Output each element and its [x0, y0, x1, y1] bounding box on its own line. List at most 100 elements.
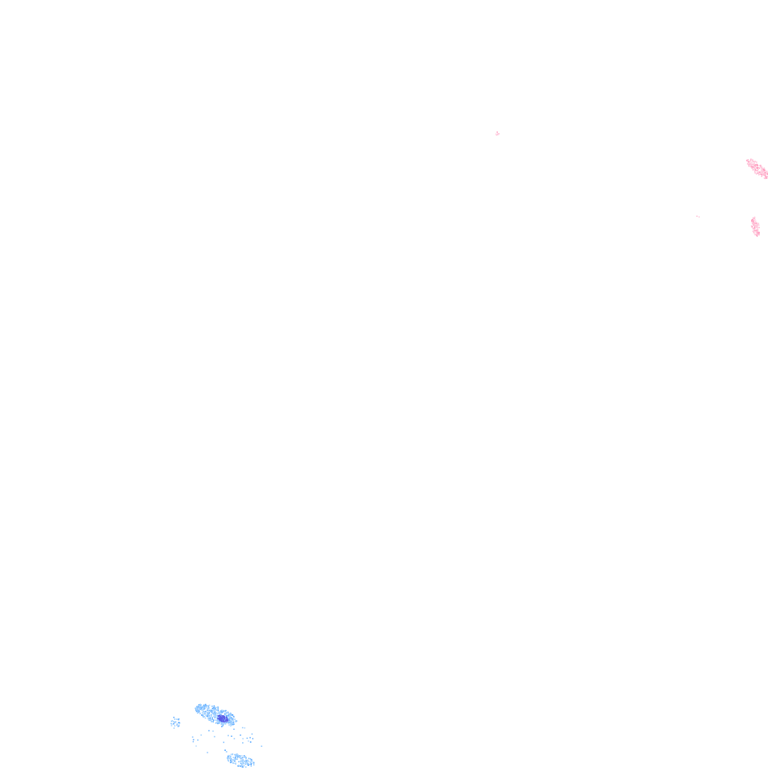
- radar-pixel: [245, 760, 248, 762]
- radar-pixel: [203, 708, 205, 710]
- radar-pixel: [244, 762, 247, 764]
- radar-pixel: [759, 171, 761, 174]
- radar-pixel: [747, 163, 750, 165]
- radar-pixel: [759, 165, 762, 167]
- radar-pixel: [751, 226, 753, 228]
- radar-pixel: [215, 714, 218, 717]
- radar-pixel: [212, 730, 214, 732]
- radar-pixel: [226, 719, 228, 721]
- radar-pixel: [230, 761, 232, 764]
- radar-pixel: [752, 230, 754, 233]
- radar-pixel: [757, 223, 759, 225]
- radar-pixel: [698, 216, 700, 218]
- radar-pixel: [213, 705, 215, 708]
- mixed-speck-2: [696, 215, 700, 218]
- radar-pixel: [755, 231, 758, 234]
- radar-pixel: [207, 707, 210, 710]
- radar-pixel: [201, 708, 203, 711]
- radar-pixel: [750, 164, 752, 166]
- radar-pixel: [213, 711, 216, 713]
- radar-pixel: [211, 711, 213, 713]
- radar-pixel: [756, 172, 758, 174]
- mixed-speck: [495, 131, 500, 136]
- radar-pixel: [766, 170, 768, 173]
- radar-pixel: [211, 717, 213, 719]
- radar-pixel: [755, 163, 757, 166]
- radar-pixel: [756, 225, 758, 227]
- radar-pixel: [751, 220, 753, 222]
- radar-pixel: [220, 721, 223, 724]
- radar-pixel: [755, 226, 757, 228]
- radar-pixel: [497, 133, 499, 136]
- radar-pixel: [215, 722, 217, 724]
- radar-pixel: [746, 163, 749, 165]
- radar-pixel: [751, 161, 753, 164]
- radar-pixel: [761, 174, 763, 176]
- radar-pixel: [225, 751, 228, 753]
- radar-pixel: [232, 759, 234, 761]
- radar-pixel: [174, 725, 176, 727]
- radar-pixel: [196, 706, 198, 709]
- radar-pixel: [205, 706, 207, 708]
- radar-pixel: [195, 745, 197, 747]
- radar-pixel: [223, 716, 225, 718]
- radar-pixel: [228, 717, 231, 720]
- radar-pixel: [751, 222, 754, 224]
- radar-pixel: [226, 720, 229, 722]
- radar-pixel: [219, 713, 221, 715]
- radar-pixel: [201, 705, 204, 708]
- radar-pixel: [764, 172, 766, 174]
- radar-pixel: [213, 710, 216, 712]
- radar-pixel: [234, 758, 236, 760]
- radar-pixel: [762, 174, 765, 176]
- radar-pixel: [203, 716, 205, 718]
- radar-pixel: [225, 720, 228, 723]
- radar-pixel: [755, 224, 757, 227]
- radar-pixel: [192, 740, 194, 743]
- radar-pixel: [753, 164, 756, 166]
- radar-pixel: [755, 230, 757, 232]
- radar-pixel: [232, 719, 234, 721]
- radar-pixel: [203, 707, 205, 709]
- radar-pixel: [754, 160, 756, 163]
- radar-pixel: [213, 715, 215, 718]
- radar-pixel: [241, 755, 243, 757]
- radar-pixel: [752, 223, 754, 225]
- radar-pixel: [210, 719, 212, 721]
- rain-cell-south: [226, 753, 255, 768]
- radar-pixel: [218, 717, 220, 720]
- radar-pixel: [752, 221, 754, 223]
- radar-pixel: [761, 171, 763, 173]
- radar-pixel: [204, 712, 207, 715]
- radar-pixel: [192, 738, 195, 741]
- radar-pixel: [242, 766, 244, 768]
- radar-pixel: [231, 723, 233, 726]
- radar-pixel: [754, 220, 757, 222]
- radar-pixel: [173, 721, 176, 724]
- radar-pixel: [759, 172, 762, 175]
- radar-pixel: [227, 714, 230, 717]
- radar-pixel: [227, 720, 230, 723]
- radar-pixel: [763, 169, 766, 171]
- radar-pixel: [234, 756, 237, 759]
- radar-pixel: [244, 755, 247, 758]
- radar-pixel: [761, 169, 763, 171]
- radar-pixel: [216, 712, 218, 714]
- radar-pixel: [753, 161, 756, 163]
- radar-pixel: [196, 709, 199, 711]
- radar-pixel: [753, 163, 755, 165]
- radar-pixel: [214, 713, 217, 716]
- radar-pixel: [221, 718, 224, 720]
- radar-pixel: [221, 711, 223, 714]
- radar-pixel: [228, 718, 231, 720]
- radar-pixel: [224, 718, 226, 720]
- radar-pixel: [755, 161, 758, 163]
- radar-pixel: [214, 708, 217, 710]
- radar-pixel: [232, 723, 234, 726]
- radar-pixel: [765, 175, 768, 178]
- radar-pixel: [208, 710, 210, 712]
- radar-pixel: [207, 717, 210, 720]
- radar-pixel: [754, 170, 756, 172]
- radar-pixel: [177, 718, 180, 721]
- radar-pixel: [757, 169, 759, 171]
